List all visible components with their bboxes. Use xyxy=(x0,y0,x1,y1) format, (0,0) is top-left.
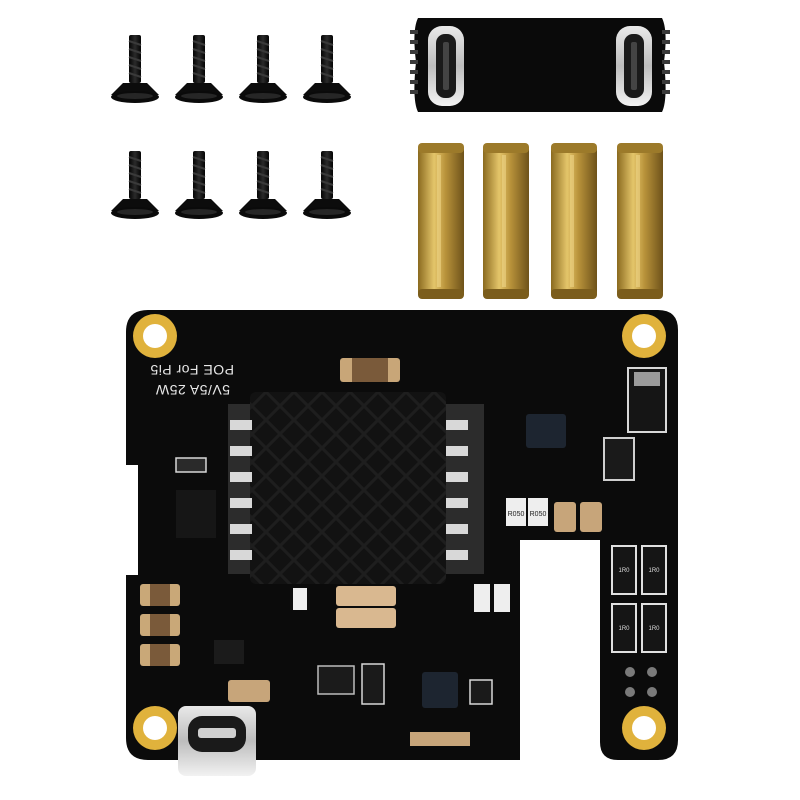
capacitor-icon xyxy=(140,584,180,666)
chip-marking: R050 xyxy=(530,511,547,518)
mounting-hole-icon xyxy=(133,706,177,750)
screw-icon xyxy=(110,150,160,220)
mounting-hole-icon xyxy=(133,314,177,358)
silkscreen-text: 5V/5A 25W POE For Pi5 xyxy=(150,362,234,398)
mounting-hole-icon xyxy=(622,314,666,358)
chip-marking: 1R0 xyxy=(618,626,630,632)
brass-standoff-icon xyxy=(551,143,597,299)
brass-standoff-icon xyxy=(617,143,663,299)
chip-marking: 1R0 xyxy=(648,568,660,574)
poe-hat-board: 5V/5A 25W POE For Pi5 R050 R050 xyxy=(126,310,678,776)
resistor-icon: R050 R050 xyxy=(506,498,602,532)
brass-standoff-icon xyxy=(418,143,464,299)
transformer-icon xyxy=(228,392,484,584)
screws xyxy=(110,34,352,220)
brass-standoff-icon xyxy=(483,143,529,299)
usb-c-adapter-icon xyxy=(410,18,670,112)
screw-icon xyxy=(238,150,288,220)
usb-c-port-icon xyxy=(178,706,256,776)
chip-marking: R050 xyxy=(508,511,525,518)
screw-icon xyxy=(302,34,352,104)
screw-icon xyxy=(238,34,288,104)
mounting-hole-icon xyxy=(622,706,666,750)
inductor-icon: 1R0 1R0 1R0 1R0 xyxy=(611,545,667,653)
chip-marking: 1R0 xyxy=(618,568,630,574)
screw-icon xyxy=(110,34,160,104)
chip-marking: 1R0 xyxy=(648,626,660,632)
brass-standoffs xyxy=(418,143,663,299)
silkscreen-title: POE For Pi5 xyxy=(150,362,234,378)
screw-icon xyxy=(174,34,224,104)
silkscreen-rating: 5V/5A 25W xyxy=(155,382,230,398)
screw-icon xyxy=(302,150,352,220)
screw-icon xyxy=(174,150,224,220)
